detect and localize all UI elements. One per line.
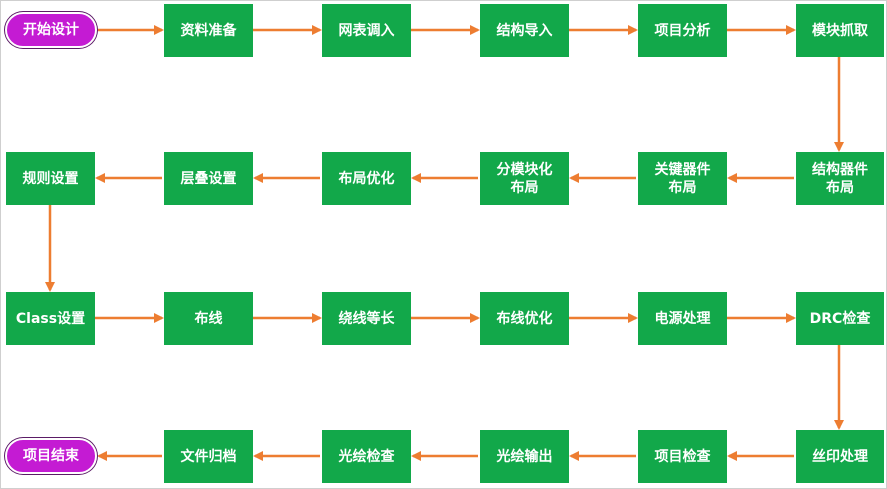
class-setting-step: Class设置 xyxy=(6,292,95,345)
layout-optimize-step: 布局优化 xyxy=(322,152,411,205)
file-archive-step: 文件归档 xyxy=(164,430,253,483)
drc-check-step: DRC检查 xyxy=(796,292,884,345)
material-prep-step: 资料准备 xyxy=(164,4,253,57)
gerber-output-step: 光绘输出 xyxy=(480,430,569,483)
stackup-setting-step: 层叠设置 xyxy=(164,152,253,205)
end-terminal: 项目结束 xyxy=(5,438,97,474)
routing-step: 布线 xyxy=(164,292,253,345)
project-check-step: 项目检查 xyxy=(638,430,727,483)
routing-optimize-step: 布线优化 xyxy=(480,292,569,345)
gerber-check-step: 光绘检查 xyxy=(322,430,411,483)
project-analysis-step: 项目分析 xyxy=(638,4,727,57)
netlist-import-step: 网表调入 xyxy=(322,4,411,57)
silkscreen-processing-step: 丝印处理 xyxy=(796,430,884,483)
module-grab-step: 模块抓取 xyxy=(796,4,884,57)
rule-setting-step: 规则设置 xyxy=(6,152,95,205)
module-layout-step: 分模块化 布局 xyxy=(480,152,569,205)
structure-parts-layout-step: 结构器件 布局 xyxy=(796,152,884,205)
power-processing-step: 电源处理 xyxy=(638,292,727,345)
start-terminal: 开始设计 xyxy=(5,12,97,48)
length-matching-step: 绕线等长 xyxy=(322,292,411,345)
structure-import-step: 结构导入 xyxy=(480,4,569,57)
key-parts-layout-step: 关键器件 布局 xyxy=(638,152,727,205)
